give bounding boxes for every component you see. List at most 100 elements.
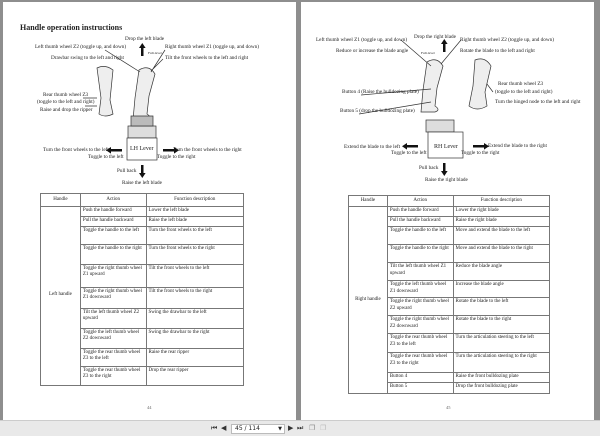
label-rear-toggle: (toggle to the left and right): [37, 99, 95, 105]
function-cell: Rotate the blade to the left: [452, 297, 551, 316]
action-cell: Toggle the rear thumb wheel Z3 to the le…: [79, 347, 147, 367]
action-cell: Toggle the rear thumb wheel Z3 to the le…: [386, 333, 454, 353]
action-cell: Tilt the left thumb wheel Z2 upward: [79, 307, 147, 329]
joystick-illustration-left: [83, 43, 179, 178]
function-cell: Turn the articulation steering to the le…: [452, 333, 551, 353]
action-cell: Push the handle forward: [386, 206, 454, 217]
table-row: Toggle the rear thumb wheel Z3 to the le…: [41, 347, 245, 367]
label-button5: Button 5 (drop the bulldozing plate): [340, 108, 415, 114]
last-page-icon[interactable]: ⏭: [297, 424, 304, 432]
label-ripper: Raise and drop the ripper: [40, 107, 93, 113]
function-cell: Raise the left blade: [145, 215, 245, 227]
label-pull-back: Pull back: [117, 168, 137, 174]
chevron-down-icon[interactable]: ▼: [278, 426, 282, 432]
action-cell: Toggle the right thumb wheel Z2 upward: [386, 297, 454, 316]
two-page-view-icon[interactable]: ❐: [320, 424, 327, 432]
next-page-icon[interactable]: ▶: [288, 424, 294, 432]
action-cell: Pull the handle backward: [386, 216, 454, 227]
table-row: Toggle the rear thumb wheel Z3 to the ri…: [41, 365, 245, 386]
function-cell: Turn the articulation steering to the ri…: [452, 352, 551, 373]
table-row: Toggle the rear thumb wheel Z3 to the ri…: [349, 352, 551, 373]
label-drop-blade: Drop the left blade: [125, 36, 165, 42]
action-cell: Push the handle forward: [79, 206, 147, 217]
function-cell: Drop the rear ripper: [145, 365, 245, 386]
label-button4: Button 4 (Raise the bulldozing plate): [342, 89, 419, 95]
function-cell: Turn the front wheels to the left: [145, 225, 245, 245]
first-page-icon[interactable]: ⏮: [211, 424, 218, 432]
label-extend-right: Extend the blade to the right: [488, 143, 547, 149]
function-cell: Swing the drawbar to the left: [145, 307, 245, 329]
label-raise-blade: Raise the right blade: [425, 177, 468, 183]
label-rear-z3: Rear thumb wheel Z3: [498, 81, 544, 87]
page-number: 44: [147, 405, 152, 410]
label-wheel-z1: Left thumb wheel Z1 (toggle up, and down…: [316, 37, 408, 43]
label-drop-blade: Drop the right blade: [414, 34, 456, 40]
function-cell: Tilt the front wheels to the right: [145, 286, 245, 309]
action-cell: Toggle the left thumb wheel Z1 downward: [386, 280, 454, 298]
label-tilt: Tilt the front wheels to the left and ri…: [165, 55, 249, 61]
page-number-input[interactable]: 45 / 114 ▼: [231, 424, 285, 434]
label-rear-z3: Rear thumb wheel Z3: [43, 92, 89, 98]
viewer-toolbar: ⏮ ◀ 45 / 114 ▼ ▶ ⏭ ❐ ❐: [0, 420, 600, 436]
action-cell: Button 5: [386, 382, 454, 394]
label-wheel-z2: Right thumb wheel Z2 (toggle up, and dow…: [460, 37, 554, 43]
action-cell: Toggle the handle to the right: [79, 243, 147, 265]
label-toggle-right: Toggle to the right: [157, 154, 196, 160]
action-cell: Toggle the rear thumb wheel Z3 to the ri…: [79, 365, 147, 386]
label-rear-toggle: (toggle to the left and right): [495, 89, 553, 95]
action-cell: Button 4: [386, 372, 454, 383]
function-cell: Move and extend the blade to the right: [452, 244, 551, 263]
function-cell: Swing the drawbar to the right: [145, 327, 245, 349]
column-header: Handle: [40, 193, 81, 207]
function-cell: Lower the left blade: [145, 206, 245, 217]
action-cell: Toggle the handle to the left: [386, 226, 454, 245]
action-cell: Tilt the left thumb wheel Z1 upward: [386, 262, 454, 281]
label-toggle-left: Toggle to the left: [391, 150, 427, 156]
label-pull-back: Pull back: [419, 165, 439, 171]
label-full-level: Full-level: [421, 51, 435, 55]
action-cell: Toggle the handle to the left: [79, 225, 147, 245]
page-value: 45 / 114: [235, 425, 260, 432]
column-header: Function description: [145, 193, 245, 207]
label-full-level: Full-level: [148, 51, 162, 55]
function-cell: Reduce the blade angle: [452, 262, 551, 281]
action-cell: Toggle the left thumb wheel Z2 downward: [79, 327, 147, 349]
action-cell: Toggle the handle to the right: [386, 244, 454, 263]
label-wheel-z1: Right thumb wheel Z1 (toggle up, and dow…: [165, 44, 259, 50]
previous-page-icon[interactable]: ◀: [221, 424, 227, 432]
label-angle: Reduce or increase the blade angle: [336, 48, 409, 54]
page-number: 45: [446, 405, 451, 410]
lever-label: LH Lever: [130, 146, 154, 152]
action-cell: Toggle the right thumb wheel Z1 upward: [79, 263, 147, 288]
function-cell: Drop the front bulldozing plate: [452, 382, 551, 394]
label-toggle-right: Toggle to the right: [461, 150, 500, 156]
table-row: Toggle the rear thumb wheel Z3 to the le…: [349, 333, 551, 353]
single-page-view-icon[interactable]: ❐: [309, 424, 316, 432]
label-turn-left: Turn the front wheels to the left: [43, 147, 109, 153]
function-cell: Tilt the front wheels to the left: [145, 263, 245, 288]
label-hinged: Turn the hinged node to the left and rig…: [495, 99, 581, 105]
joystick-illustration-right: [358, 39, 494, 176]
column-header: Action: [386, 195, 454, 207]
function-cell: Turn the front wheels to the right: [145, 243, 245, 265]
label-wheel-z2: Left thumb wheel Z2 (toggle up, and down…: [35, 44, 127, 50]
action-cell: Pull the handle backward: [79, 215, 147, 227]
handle-cell: Right handle: [348, 206, 388, 394]
lever-label: RH Lever: [434, 144, 458, 150]
page-44: Handle operation instructions Drop the l…: [3, 2, 296, 420]
column-header: Handle: [348, 195, 388, 207]
label-extend-left: Extend the blade to the left: [344, 144, 401, 150]
function-cell: Lower the right blade: [452, 206, 551, 217]
